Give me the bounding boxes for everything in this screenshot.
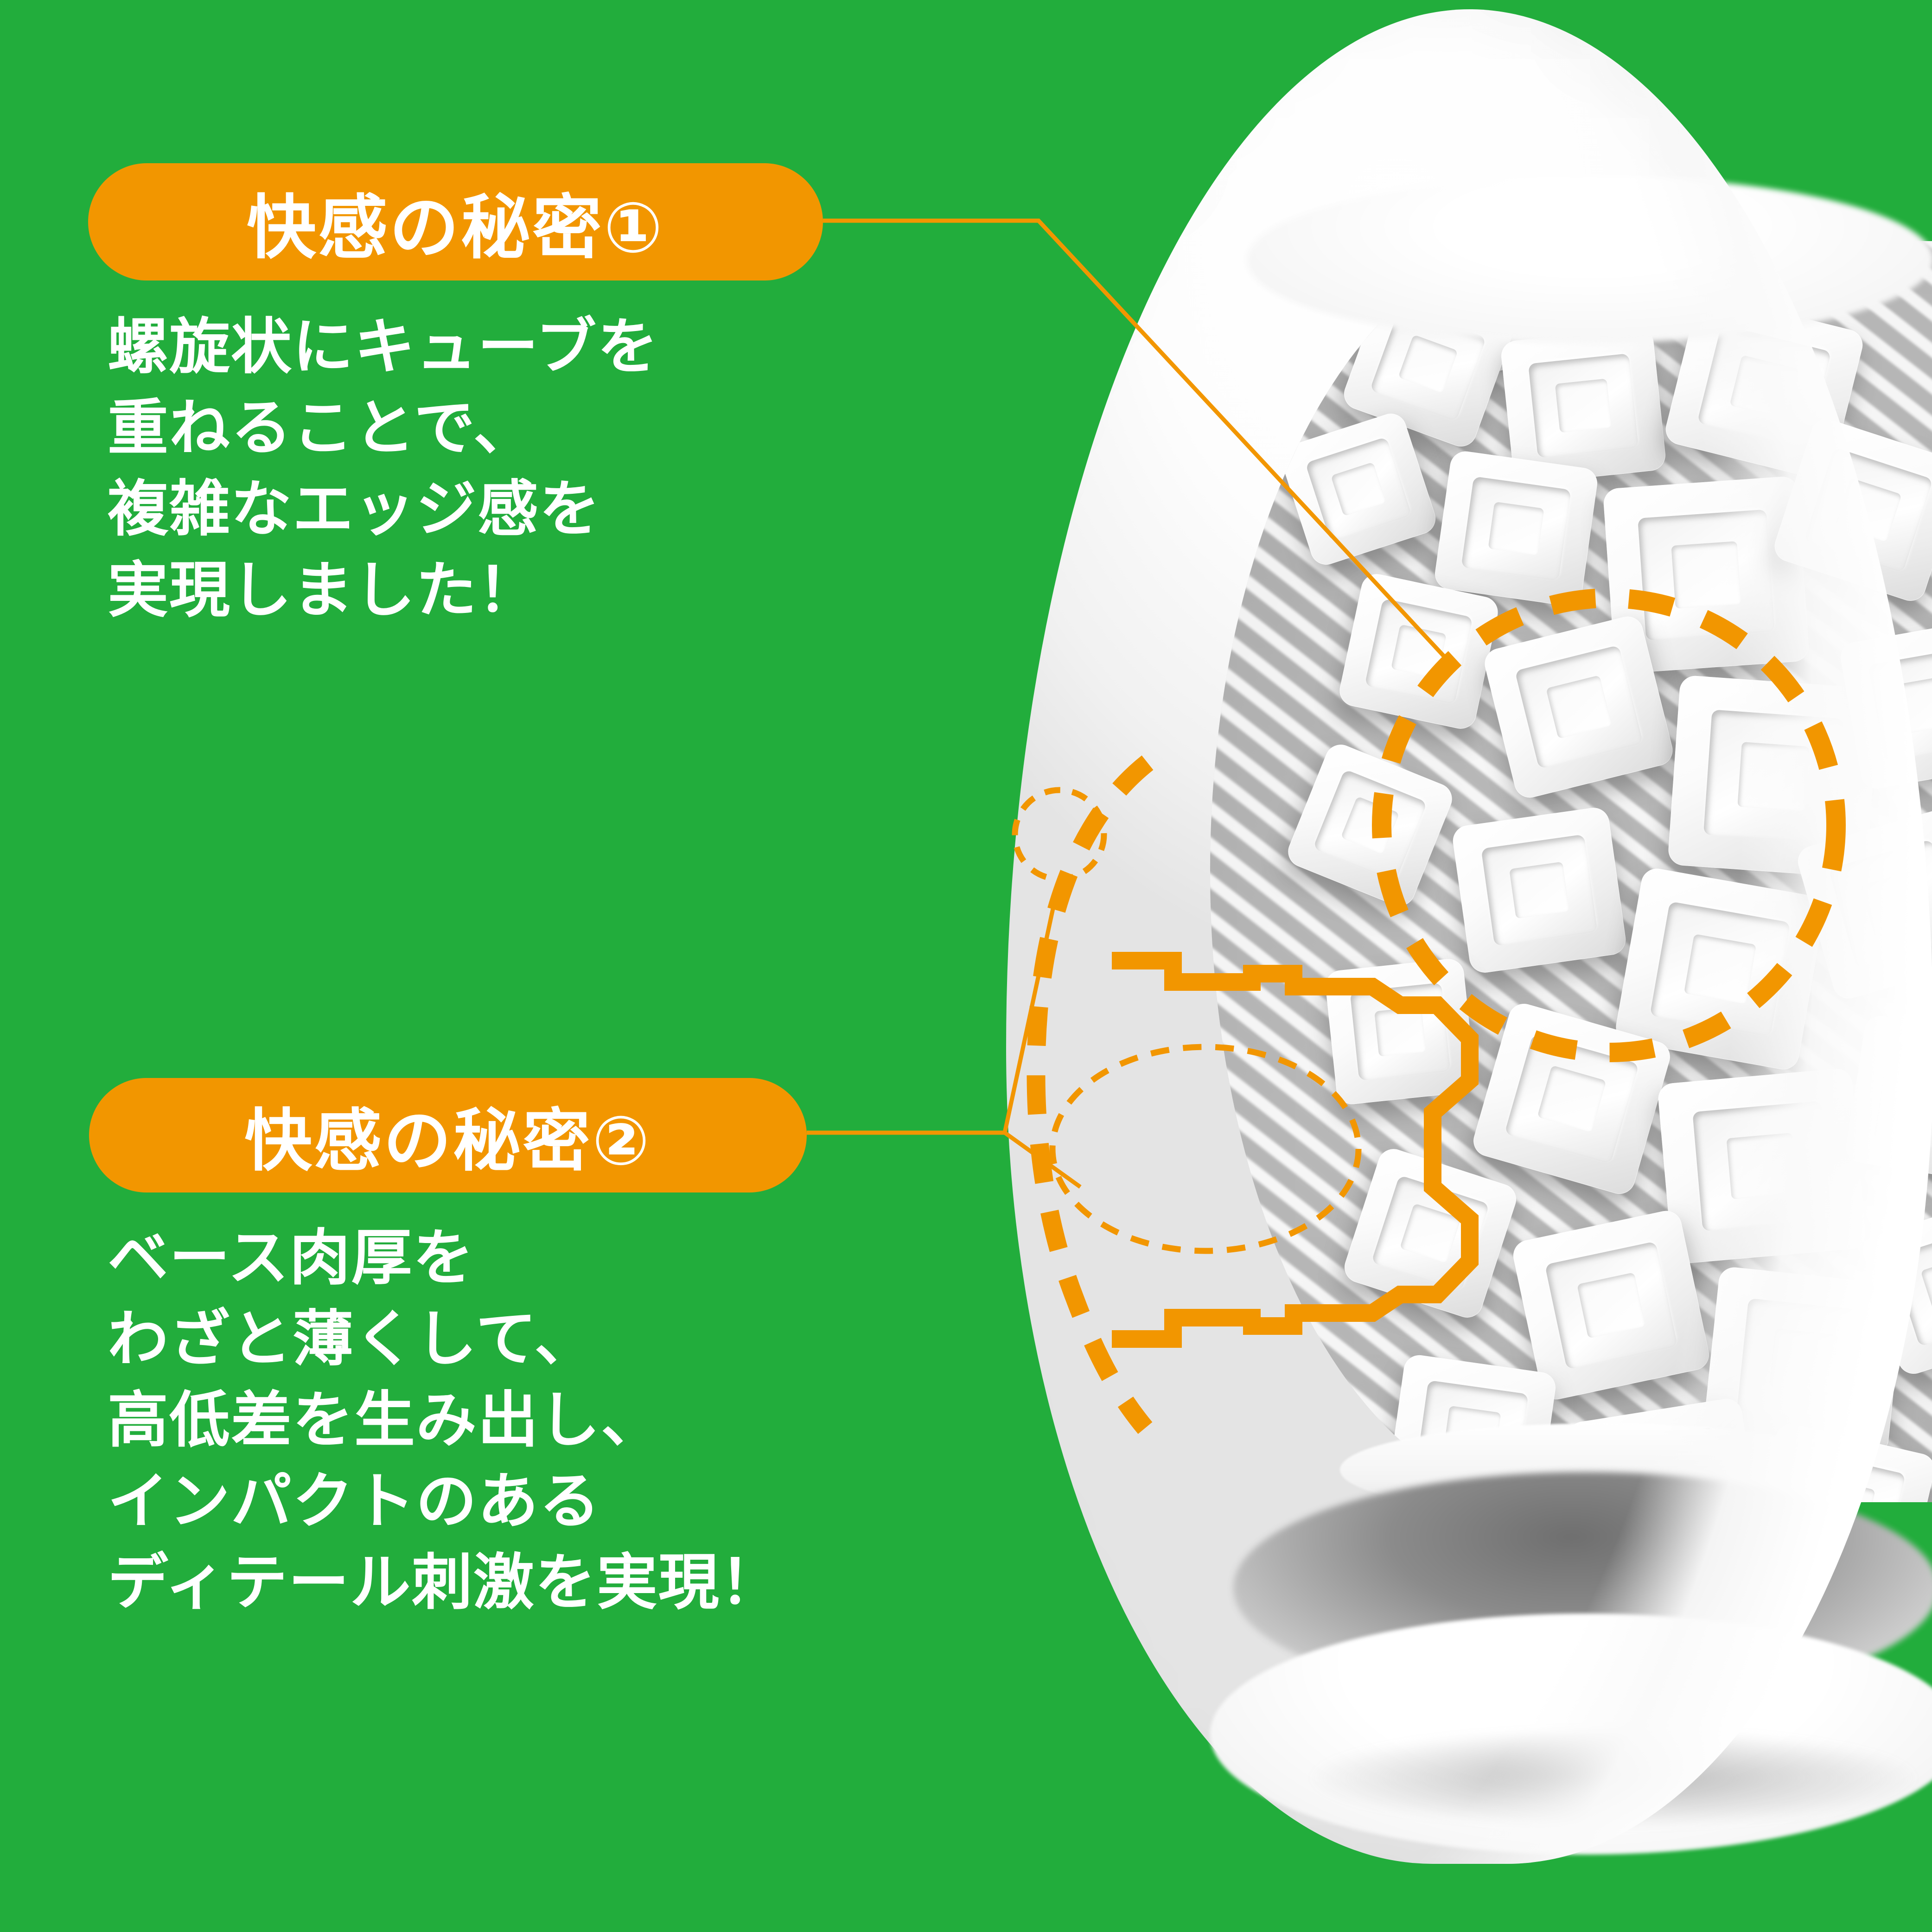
product-illustration (950, 0, 1932, 1932)
callout-body-1: 螺旋状にキューブを 重ねることで、 複雑なエッジ感を 実現しました！ (108, 312, 659, 624)
callout-body-2: ベース肉厚を わざと薄くして、 高低差を生み出し、 インパクトのある ディテール… (108, 1224, 782, 1616)
callout-badge-1: 快感の秘密① (88, 163, 823, 281)
callout-badge-2: 快感の秘密② (89, 1078, 807, 1192)
